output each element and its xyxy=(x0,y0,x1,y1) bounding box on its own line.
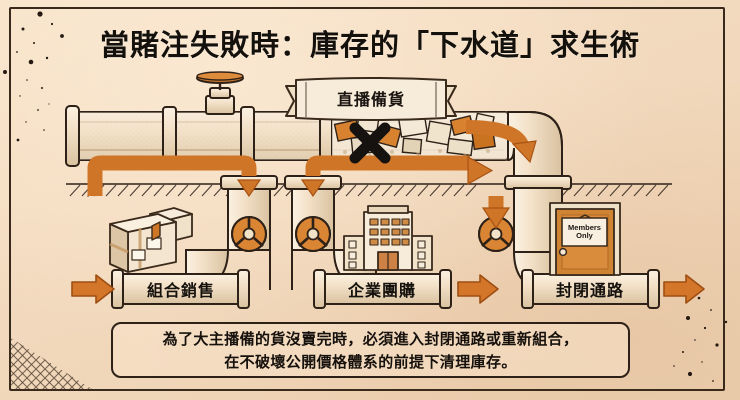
caption-line-2: 在不破壞公開價格體系的前提下清理庫存。 xyxy=(224,354,517,371)
ribbon-banner-icon xyxy=(285,77,457,121)
caption-line-1: 為了大主播備的貨沒賣完時，必須進入封閉通路或重新組合， xyxy=(162,331,579,348)
flow-arrow-left-head xyxy=(236,179,262,198)
pipe-label-enterprise-group-buy: 企業團購 xyxy=(347,283,416,300)
label-pipe-1 xyxy=(111,269,250,309)
arrow-right-icon-mid xyxy=(457,274,499,304)
valve-wheel-icon-top xyxy=(196,71,244,115)
caption-box: 為了大主播備的貨沒賣完時，必須進入封閉通路或重新組合， 在不破壞公開價格體系的前… xyxy=(111,322,630,378)
flow-arrow-mid-branch xyxy=(305,155,470,176)
cardboard-boxes-icon xyxy=(109,207,193,273)
label-pipe-3 xyxy=(521,269,660,309)
label-pipe-2 xyxy=(313,269,452,309)
banner-label: 直播備貨 xyxy=(336,92,405,109)
flow-arrow-down-right-head xyxy=(481,207,511,230)
x-cross-icon xyxy=(349,122,391,164)
valve-wheel-icon-branch-1 xyxy=(231,216,267,252)
flow-arrow-left-branch xyxy=(87,155,257,196)
members-only-door-icon xyxy=(549,202,621,276)
page-title: 當賭注失敗時：庫存的「下水道」求生術 xyxy=(99,30,640,62)
pipe-label-closed-channel: 封閉通路 xyxy=(555,283,624,300)
members-only-line-2: Only xyxy=(576,231,593,240)
members-only-line-1: Members xyxy=(568,222,601,232)
ground-line xyxy=(66,183,672,197)
corner-hatch xyxy=(11,338,92,389)
arrow-right-icon-left xyxy=(71,274,115,304)
flow-arrow-elbow-head xyxy=(511,140,537,164)
flow-arrow-mid-head xyxy=(300,155,494,198)
pipe-label-combo-sales: 組合銷售 xyxy=(146,283,215,300)
ink-speckles xyxy=(3,11,728,382)
members-only-sign: Members Only xyxy=(563,219,606,245)
arrow-right-icon-right xyxy=(663,274,705,304)
valve-wheel-icon-branch-2 xyxy=(295,216,331,252)
flow-arrow-elbow xyxy=(465,120,529,149)
office-building-icon xyxy=(343,205,433,271)
banner-label-wrap: 直播備貨 xyxy=(297,80,445,116)
